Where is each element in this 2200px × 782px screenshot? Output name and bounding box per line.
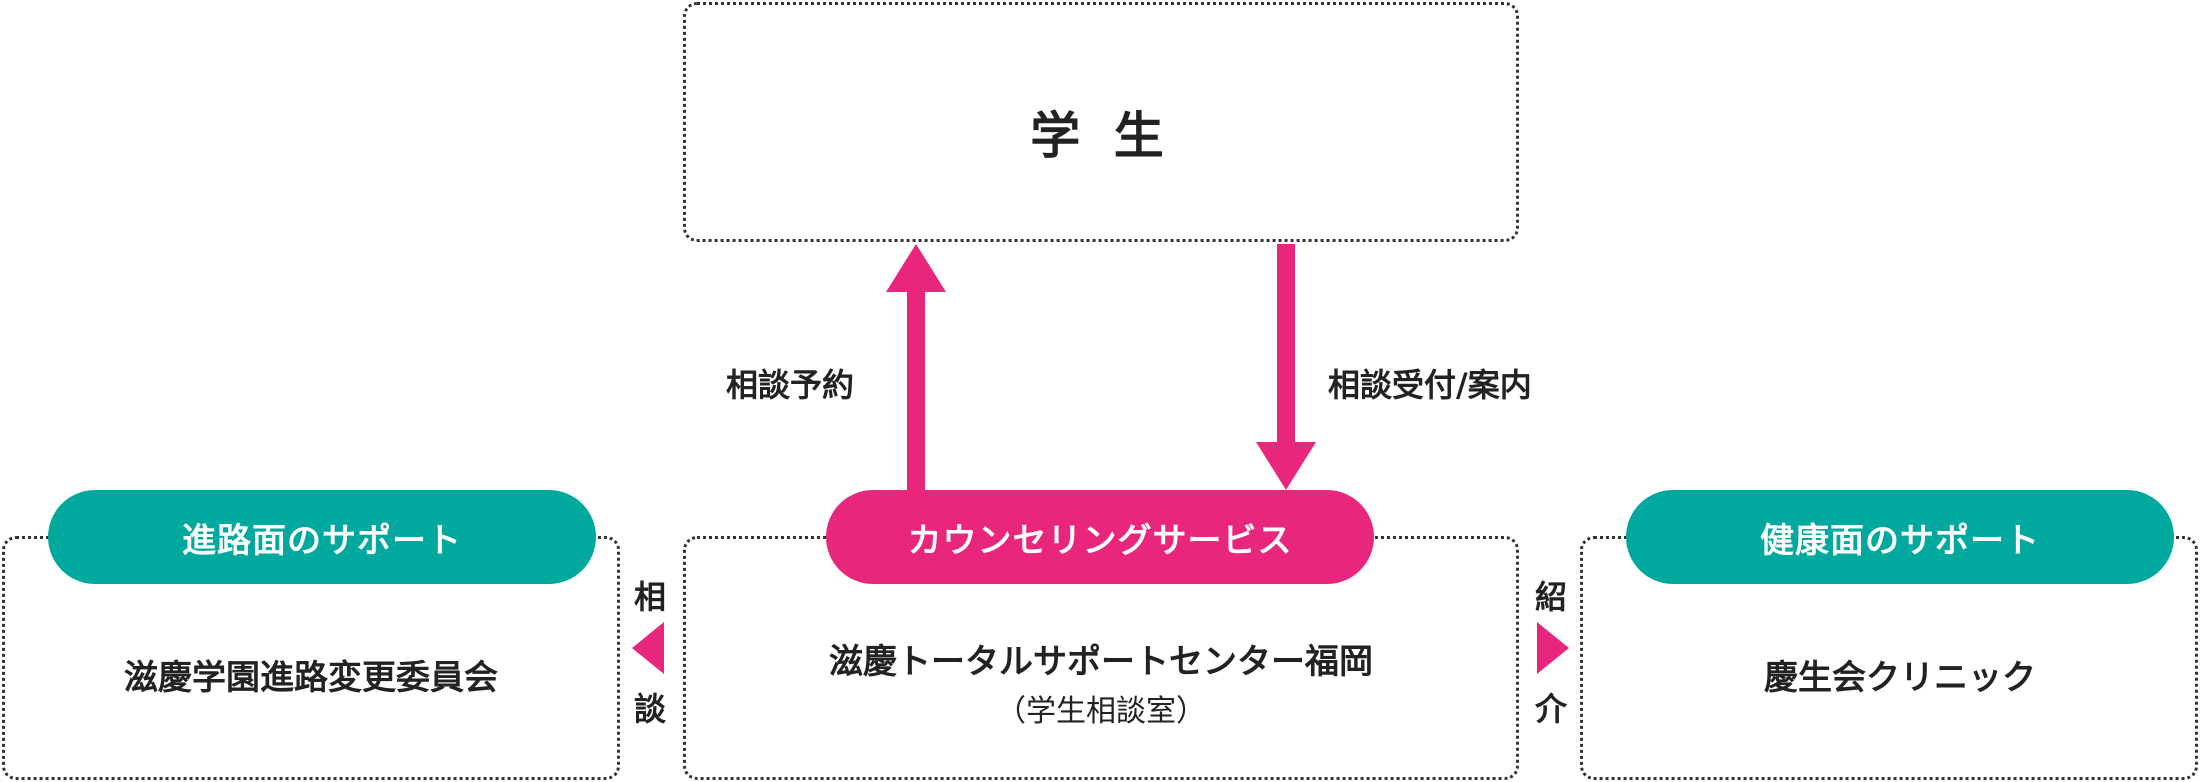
down-arrow-icon (1256, 244, 1316, 490)
health-support-pill: 健康面のサポート (1626, 490, 2174, 584)
link-left-bottom-char: 談 (633, 690, 667, 728)
career-committee-name: 滋慶学園進路変更委員会 (124, 658, 498, 698)
counseling-service-pill: カウンセリングサービス (826, 490, 1374, 584)
career-support-pill: 進路面のサポート (48, 490, 596, 584)
support-center-name: 滋慶トータルサポートセンター福岡 (829, 642, 1373, 682)
clinic-name: 慶生会クリニック (1764, 658, 2036, 698)
link-right-top-char: 紹 (1534, 578, 1568, 616)
down-arrow-label: 相談受付/案内 (1328, 366, 1532, 404)
student-box (683, 2, 1519, 242)
left-triangle-icon (632, 622, 664, 674)
link-left-top-char: 相 (633, 578, 667, 616)
right-triangle-icon (1537, 622, 1569, 674)
support-center-subtitle: （学生相談室） (996, 694, 1206, 729)
up-arrow-label: 相談予約 (726, 366, 855, 404)
student-label: 学 生 (1030, 107, 1172, 165)
up-arrow-icon (886, 244, 946, 490)
link-right-bottom-char: 介 (1534, 690, 1568, 728)
